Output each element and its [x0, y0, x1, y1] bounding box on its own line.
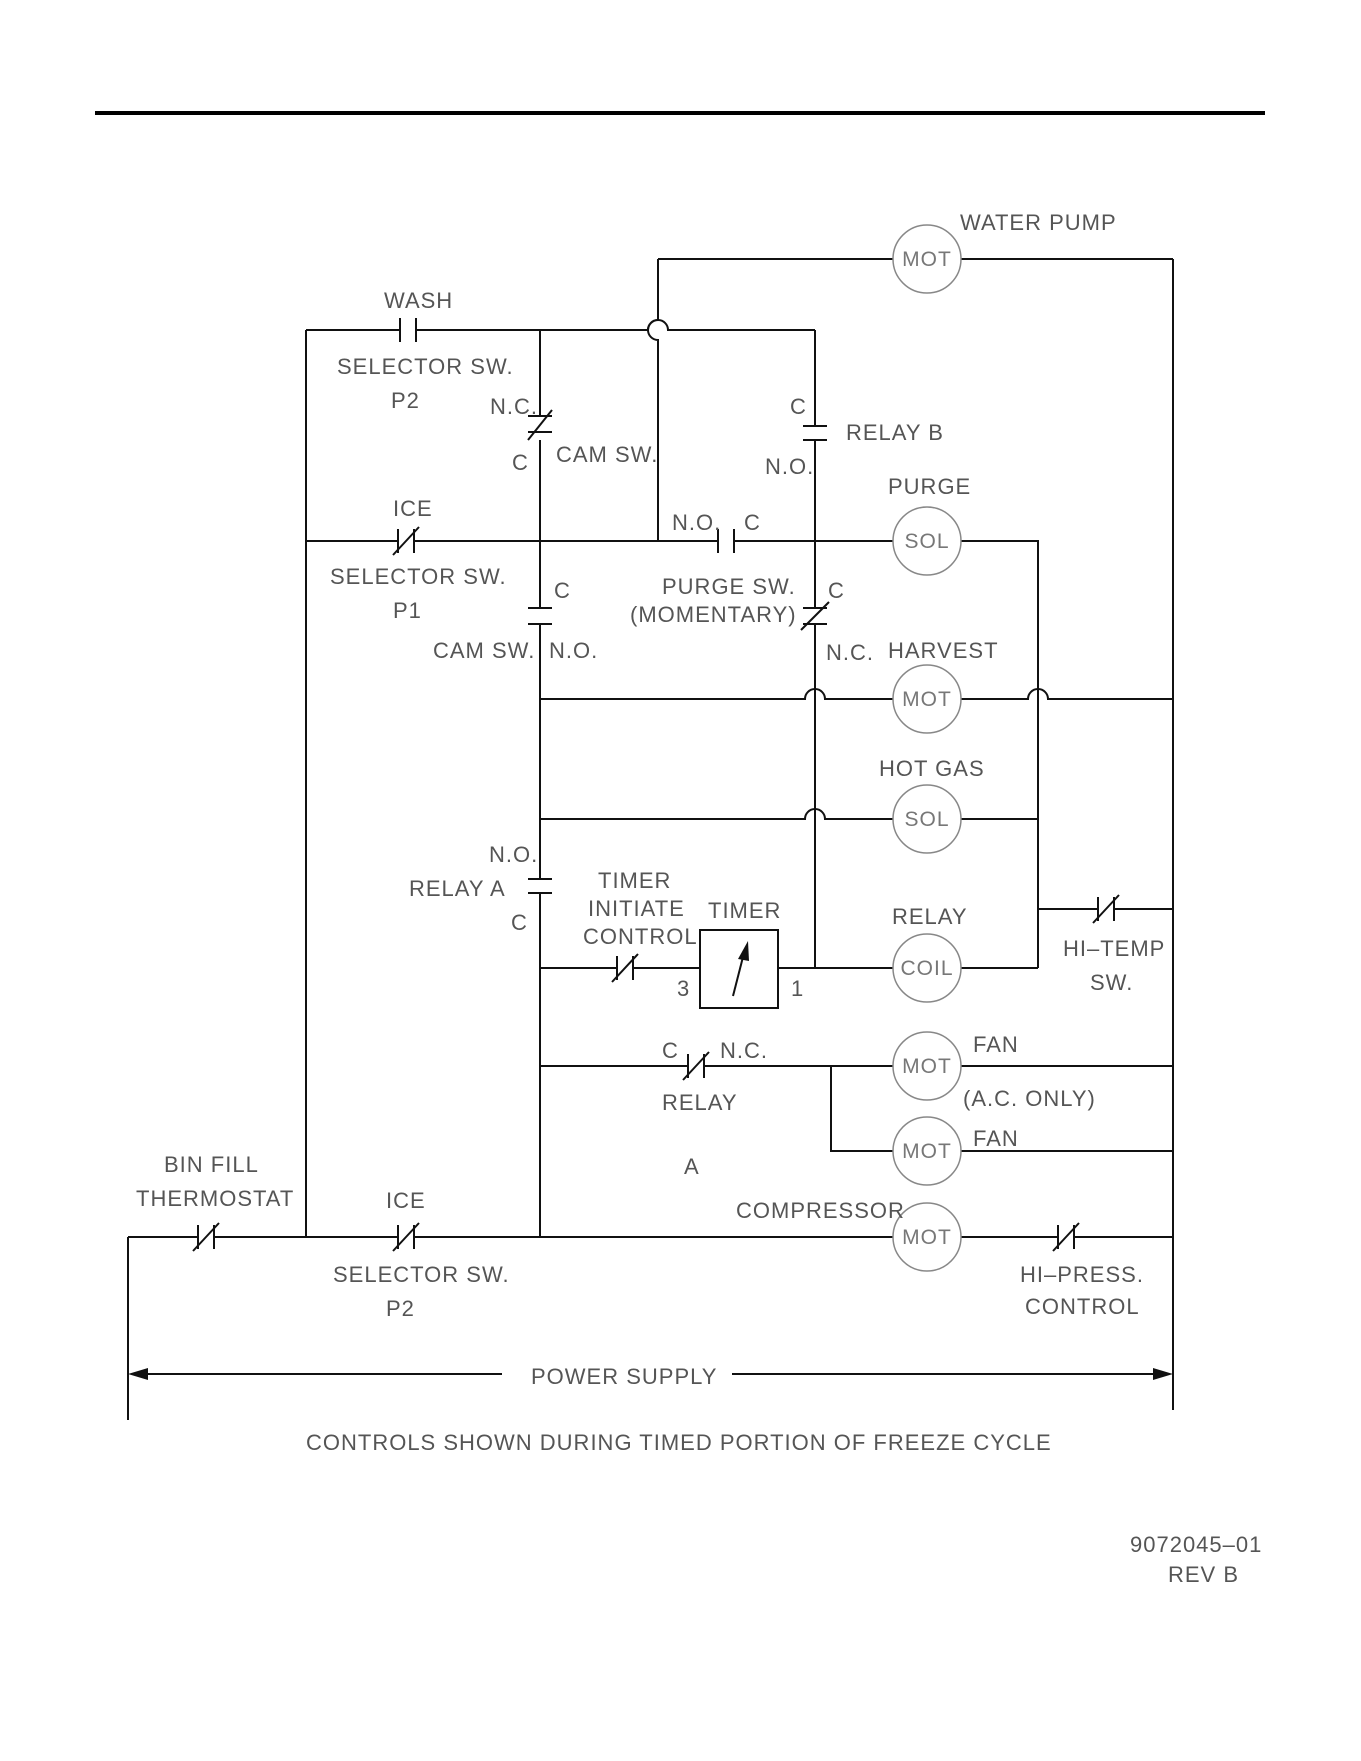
purge-sw-no-label: N.O. — [672, 510, 721, 535]
hi-press-contact — [1052, 1222, 1080, 1252]
cam-switch-no-contact — [528, 607, 552, 625]
ac-only-label: (A.C. ONLY) — [963, 1086, 1096, 1111]
timer-pin-1: 1 — [791, 976, 804, 1001]
timer-initiate-line3: CONTROL — [583, 924, 698, 949]
hi-temp-contact — [1092, 894, 1120, 924]
water-pump-label: WATER PUMP — [960, 210, 1117, 235]
svg-text:SOL: SOL — [904, 530, 949, 553]
fan-label: FAN — [973, 1126, 1019, 1151]
ice-p2-contact — [392, 1222, 420, 1252]
purge-sw-nc-c-label: C — [828, 578, 845, 603]
svg-text:MOT: MOT — [902, 248, 952, 271]
bin-fill-label-line1: BIN FILL — [164, 1152, 259, 1177]
svg-text:MOT: MOT — [902, 1226, 952, 1249]
relay-nc-label: N.C. — [720, 1038, 768, 1063]
purge-switch-nc-contact — [800, 601, 830, 631]
purge-switch-contact — [717, 529, 735, 553]
relay-a-letter-label: A — [684, 1154, 700, 1179]
relay-a-bottom-label: RELAY — [662, 1090, 738, 1115]
wash-label: WASH — [384, 288, 453, 313]
bin-fill-label-line2: THERMOSTAT — [136, 1186, 294, 1211]
ice-p1-label: ICE — [393, 496, 433, 521]
compressor-label: COMPRESSOR — [736, 1198, 905, 1223]
selector-sw-p1-label: SELECTOR SW. — [330, 564, 507, 589]
cam-sw-lower-c-label: C — [554, 578, 571, 603]
relay-b-no-label: N.O. — [765, 454, 814, 479]
purge-sw-nc-label: N.C. — [826, 640, 874, 665]
hi-press-label-line2: CONTROL — [1025, 1294, 1140, 1319]
wires — [127, 258, 1174, 1420]
p2-bottom-label: P2 — [386, 1296, 415, 1321]
labels: WATER PUMP WASH SELECTOR SW. P2 N.C. C C… — [136, 210, 1262, 1587]
selector-sw-p2-bottom-label: SELECTOR SW. — [333, 1262, 510, 1287]
fan-ac-label: FAN — [973, 1032, 1019, 1057]
svg-text:COIL: COIL — [900, 957, 953, 980]
relay-coil-label: RELAY — [892, 904, 968, 929]
purge-sw-c-label: C — [744, 510, 761, 535]
cam-sw-top-label: CAM SW. — [556, 442, 658, 467]
svg-text:MOT: MOT — [902, 688, 952, 711]
power-supply-arrow — [128, 1368, 1173, 1380]
relay-a-contact — [528, 878, 552, 894]
cam-sw-no-label: N.O. — [549, 638, 598, 663]
contacts — [192, 318, 1120, 1252]
document-number: 9072045–01 — [1130, 1532, 1262, 1557]
hi-temp-sw-label: SW. — [1090, 970, 1133, 995]
water-pump-motor: MOT — [892, 224, 962, 294]
relay-b-contact — [803, 425, 827, 441]
svg-text:MOT: MOT — [902, 1055, 952, 1078]
hot-gas-label: HOT GAS — [879, 756, 985, 781]
revision-label: REV B — [1168, 1562, 1239, 1587]
cam-sw-nc-label: N.C. — [490, 394, 538, 419]
ice-p2-label: ICE — [386, 1188, 426, 1213]
cam-sw-lower-label: CAM SW. — [433, 638, 535, 663]
svg-text:MOT: MOT — [902, 1140, 952, 1163]
harvest-motor: MOT — [892, 664, 962, 734]
relay-b-c-label: C — [790, 394, 807, 419]
hi-temp-label: HI–TEMP — [1063, 936, 1165, 961]
power-supply-label: POWER SUPPLY — [531, 1364, 717, 1389]
selector-sw-p2-label: SELECTOR SW. — [337, 354, 514, 379]
relay-nc-c-label: C — [662, 1038, 679, 1063]
timer-label: TIMER — [708, 898, 781, 923]
purge-solenoid: SOL — [892, 506, 962, 576]
timer-box — [699, 929, 779, 1009]
relay-a-nc-contact — [682, 1051, 710, 1081]
hi-press-label-line1: HI–PRESS. — [1020, 1262, 1144, 1287]
timer-initiate-line1: TIMER — [598, 868, 671, 893]
ice-p1-contact — [392, 526, 420, 556]
relay-b-label: RELAY B — [846, 420, 944, 445]
fan-motor: MOT — [892, 1116, 962, 1186]
bin-fill-contact — [192, 1222, 220, 1252]
p2-label: P2 — [391, 388, 420, 413]
momentary-label: (MOMENTARY) — [630, 602, 797, 627]
timer-initiate-contact — [611, 953, 639, 983]
hot-gas-solenoid: SOL — [892, 784, 962, 854]
fan-motor-ac: MOT — [892, 1031, 962, 1101]
relay-a-c-label: C — [511, 910, 528, 935]
relay-a-label: RELAY A — [409, 876, 506, 901]
cam-sw-c-label: C — [512, 450, 529, 475]
wash-contact — [399, 318, 417, 342]
svg-text:SOL: SOL — [904, 808, 949, 831]
harvest-label: HARVEST — [888, 638, 999, 663]
compressor-motor: MOT — [892, 1202, 962, 1272]
p1-label: P1 — [393, 598, 422, 623]
relay-coil: COIL — [892, 933, 962, 1003]
relay-a-no-label: N.O. — [489, 842, 538, 867]
timer-pin-3: 3 — [677, 976, 690, 1001]
timer-initiate-line2: INITIATE — [588, 896, 685, 921]
purge-sw-label: PURGE SW. — [662, 574, 796, 599]
caption: CONTROLS SHOWN DURING TIMED PORTION OF F… — [306, 1430, 1052, 1455]
purge-label: PURGE — [888, 474, 971, 499]
cam-switch-nc-contact — [527, 409, 553, 441]
